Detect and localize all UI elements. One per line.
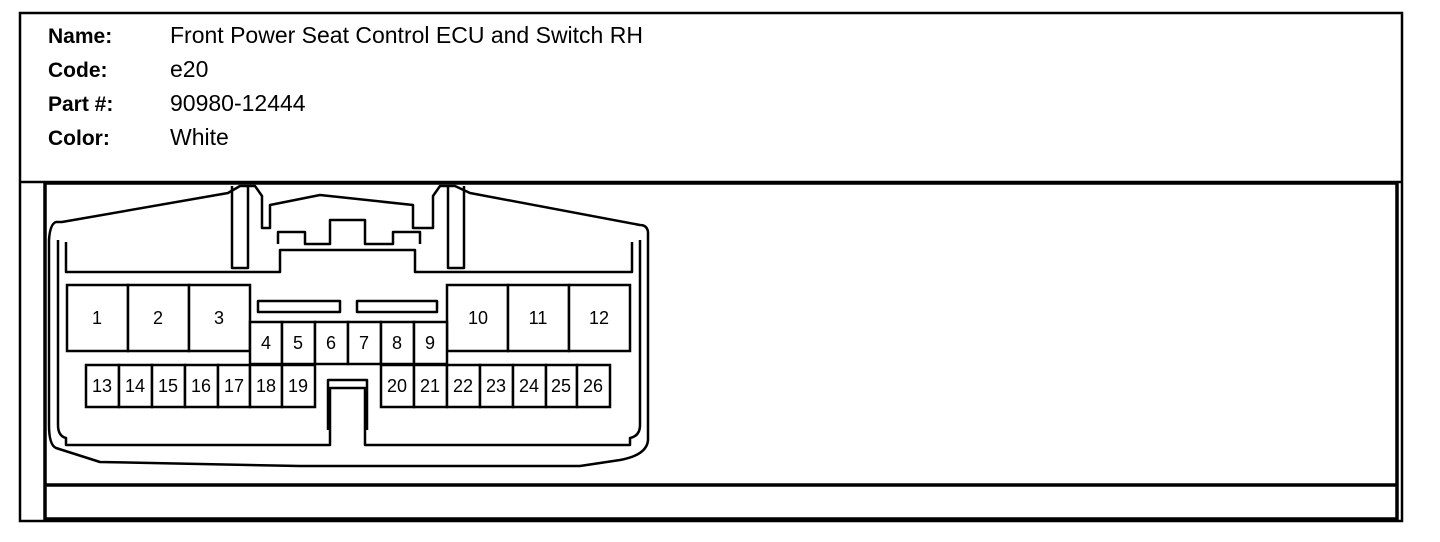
pin-10-label: 10	[468, 308, 488, 328]
pin-14	[117, 363, 154, 409]
pin-3-label: 3	[214, 308, 224, 328]
pin-19-label: 19	[288, 376, 308, 396]
connector-info: Name: Front Power Seat Control ECU and S…	[48, 22, 643, 150]
color-label: Color:	[48, 127, 110, 150]
pin-18-label: 18	[256, 376, 276, 396]
pin-6	[313, 320, 350, 366]
pin-23-label: 23	[486, 376, 506, 396]
pin-8-label: 8	[392, 333, 402, 353]
pin-21-label: 21	[420, 376, 440, 396]
code-label: Code:	[48, 59, 108, 82]
pin-24-label: 24	[519, 376, 539, 396]
pin-9	[412, 320, 449, 366]
pin-1-label: 1	[92, 308, 102, 328]
pin-13-label: 13	[92, 376, 112, 396]
pin-10	[445, 283, 510, 353]
pin-4-label: 4	[261, 333, 271, 353]
pin-2	[126, 283, 191, 353]
pin-22-label: 22	[453, 376, 473, 396]
pin-1	[65, 283, 130, 353]
pin-3	[187, 283, 252, 353]
pin-26	[575, 363, 612, 409]
name-value: Front Power Seat Control ECU and Switch …	[170, 22, 643, 48]
name-label: Name:	[48, 25, 112, 48]
pin-21	[412, 363, 449, 409]
pin-22	[445, 363, 482, 409]
pin-2-label: 2	[153, 308, 163, 328]
pin-16-label: 16	[191, 376, 211, 396]
pin-11-label: 11	[529, 308, 548, 328]
sheet-border	[18, 11, 1404, 523]
pin-17-label: 17	[224, 376, 244, 396]
pin-25-label: 25	[551, 376, 571, 396]
pin-5-label: 5	[293, 333, 303, 353]
pin-9-label: 9	[425, 333, 435, 353]
code-value: e20	[170, 56, 208, 82]
pin-19	[280, 363, 317, 409]
pin-18	[248, 363, 284, 409]
pin-7-label: 7	[359, 333, 369, 353]
diagram-frame	[43, 181, 1399, 521]
pin-6-label: 6	[326, 333, 336, 353]
pin-12-label: 12	[589, 308, 609, 328]
pin-16	[183, 363, 220, 409]
part-value: 90980-12444	[170, 90, 306, 116]
color-value: White	[170, 124, 229, 150]
connector-housing	[47, 184, 650, 468]
pin-25	[544, 363, 579, 409]
pin-5	[280, 320, 317, 366]
part-label: Part #:	[48, 93, 113, 116]
pin-17	[216, 363, 252, 409]
pin-26-label: 26	[583, 376, 603, 396]
pin-12	[567, 283, 632, 353]
pin-14-label: 14	[125, 376, 145, 396]
pin-20-label: 20	[387, 376, 407, 396]
pin-cavities: 1 2 3 10 11 12 4 5 6 7 8 9 13 14 15 16	[65, 283, 632, 409]
pin-15-label: 15	[158, 376, 178, 396]
